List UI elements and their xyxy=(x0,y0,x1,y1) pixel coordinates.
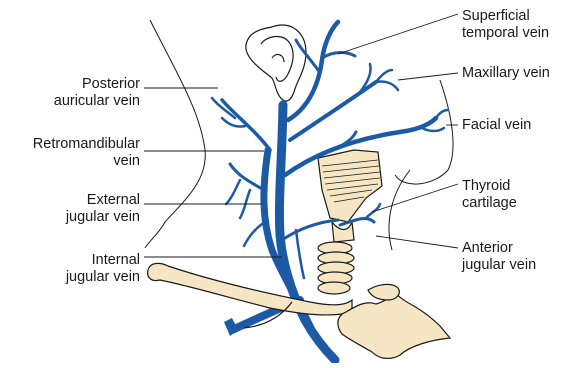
label-line: Maxillary vein xyxy=(462,65,550,82)
label-thyroid-cartilage: Thyroid cartilage xyxy=(462,178,517,212)
label-internal-jugular-vein: Internal jugular vein xyxy=(0,252,140,286)
label-line: temporal vein xyxy=(462,25,549,42)
label-line: auricular vein xyxy=(0,93,140,110)
label-line: jugular vein xyxy=(0,209,140,226)
label-line: cartilage xyxy=(462,195,517,212)
label-line: Retromandibular xyxy=(0,136,140,153)
label-external-jugular-vein: External jugular vein xyxy=(0,192,140,226)
label-facial-vein: Facial vein xyxy=(462,117,531,134)
label-maxillary-vein: Maxillary vein xyxy=(462,65,550,82)
label-line: vein xyxy=(0,153,140,170)
label-line: Posterior xyxy=(0,76,140,93)
label-line: jugular vein xyxy=(462,257,536,274)
label-line: Anterior xyxy=(462,240,536,257)
label-line: jugular vein xyxy=(0,269,140,286)
label-line: Internal xyxy=(0,252,140,269)
label-anterior-jugular-vein: Anterior jugular vein xyxy=(462,240,536,274)
label-line: Thyroid xyxy=(462,178,517,195)
label-line: Superficial xyxy=(462,8,549,25)
label-posterior-auricular-vein: Posterior auricular vein xyxy=(0,76,140,110)
label-retromandibular-vein: Retromandibular vein xyxy=(0,136,140,170)
label-superficial-temporal-vein: Superficial temporal vein xyxy=(462,8,549,42)
label-line: External xyxy=(0,192,140,209)
clavicle xyxy=(148,263,450,358)
ear-icon xyxy=(246,25,306,101)
label-line: Facial vein xyxy=(462,117,531,134)
maxillary-vein xyxy=(290,82,376,140)
head-outline xyxy=(145,20,205,248)
